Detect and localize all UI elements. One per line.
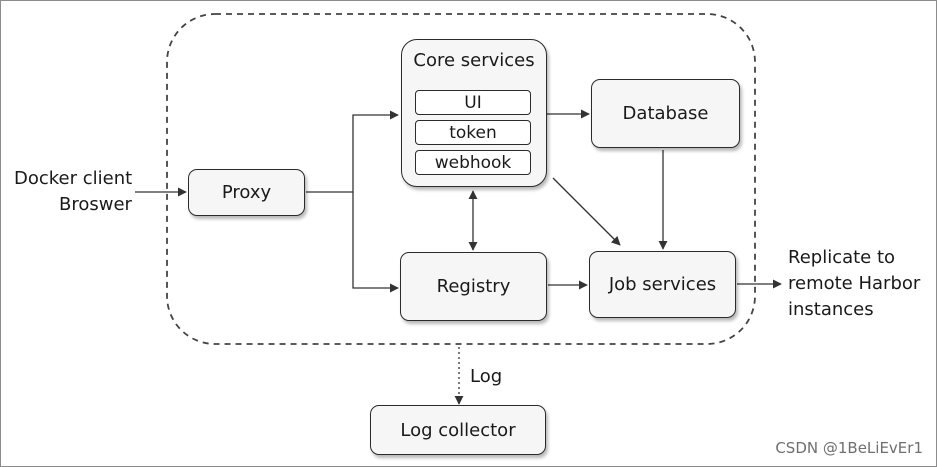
- core-item-ui: UI: [415, 90, 531, 115]
- replicate-line3: instances: [788, 299, 874, 320]
- core-services-title: Core services: [413, 50, 535, 71]
- arrow-proxy-to-registry: [352, 192, 399, 293]
- arrow-core-to-job: [552, 177, 621, 246]
- core-item-token: token: [415, 120, 531, 145]
- arrow-proxy-to-core: [306, 110, 399, 193]
- job-services-label: Job services: [608, 274, 717, 295]
- log-label: Log: [470, 366, 503, 387]
- client-label-line1: Docker client: [14, 168, 133, 189]
- core-services-box: Core services UI token webhook: [401, 39, 547, 187]
- registry-label: Registry: [436, 276, 511, 297]
- job-services-box: Job services: [589, 251, 736, 318]
- replicate-line1: Replicate to: [788, 247, 896, 268]
- client-label: Docker client Broswer: [14, 166, 132, 218]
- replicate-label: Replicate to remote Harbor instances: [788, 245, 920, 323]
- database-box: Database: [591, 79, 740, 148]
- core-item-ui-label: UI: [464, 92, 482, 113]
- client-label-line2: Broswer: [59, 194, 132, 215]
- log-collector-box: Log collector: [370, 405, 546, 455]
- proxy-label: Proxy: [221, 182, 272, 203]
- replicate-line2: remote Harbor: [788, 273, 921, 294]
- core-item-webhook: webhook: [415, 150, 531, 175]
- registry-box: Registry: [400, 252, 547, 321]
- core-item-webhook-label: webhook: [434, 152, 512, 173]
- harbor-boundary: [166, 13, 756, 345]
- core-item-token-label: token: [449, 122, 497, 143]
- proxy-box: Proxy: [188, 169, 305, 216]
- log-collector-label: Log collector: [400, 419, 516, 441]
- watermark-text: CSDN @1BeLiEvEr1: [775, 439, 923, 457]
- database-label: Database: [622, 103, 709, 124]
